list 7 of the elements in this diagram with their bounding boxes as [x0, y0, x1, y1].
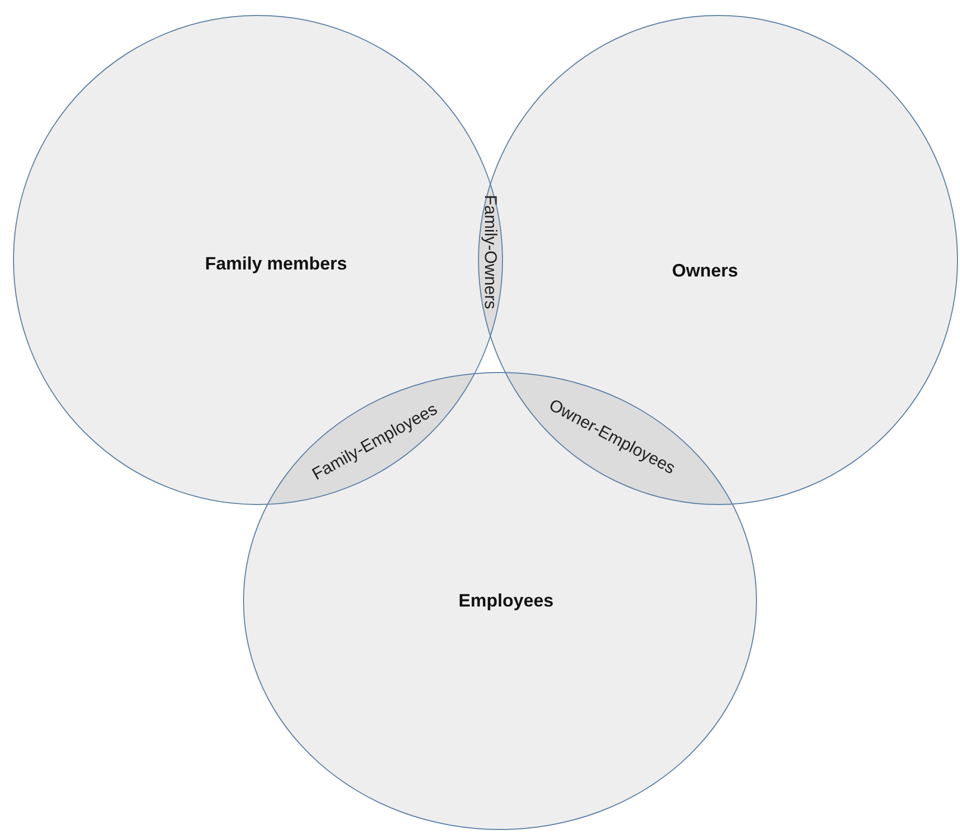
set-label: Family members: [204, 254, 348, 274]
set-label: Owners: [672, 260, 738, 282]
venn-circle: [478, 15, 958, 505]
venn-circle: [243, 372, 757, 830]
intersection-label: Family-Owners: [480, 194, 500, 310]
venn-circle: [13, 15, 503, 505]
set-label: Employees: [458, 590, 554, 612]
